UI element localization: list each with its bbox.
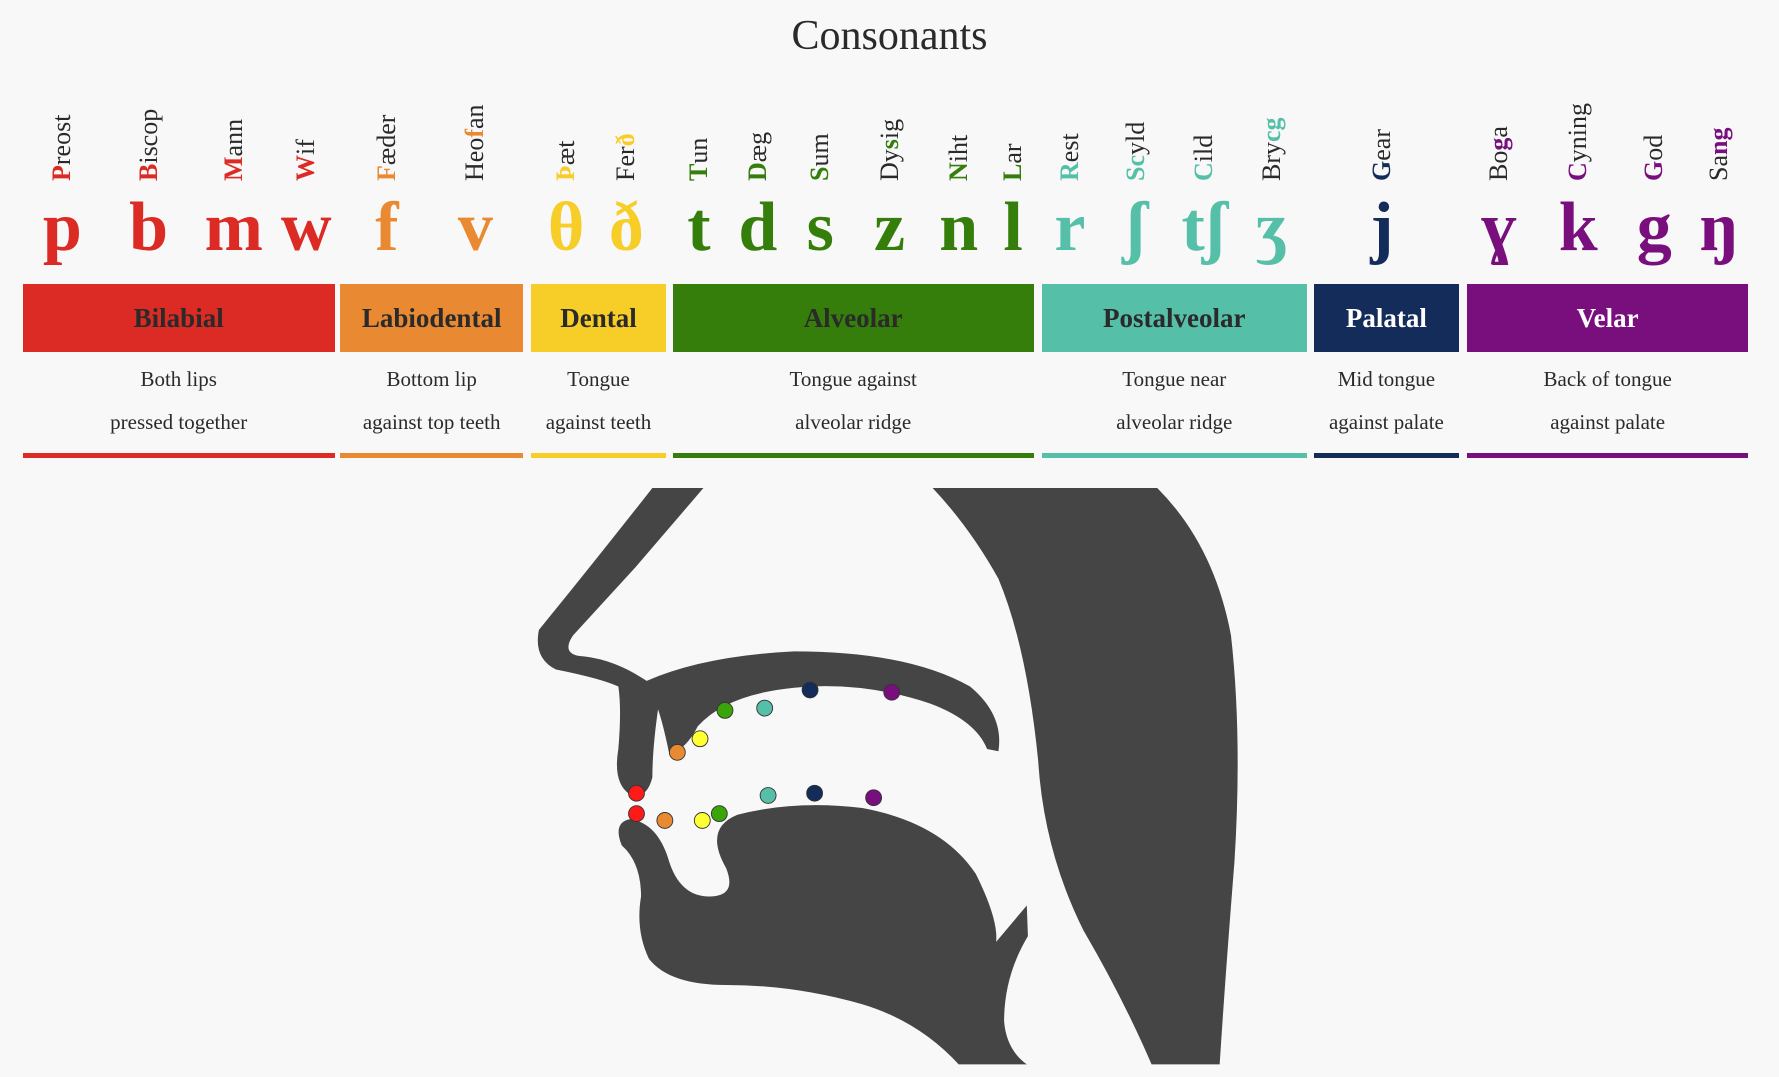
lower-articulation-point-bilabial <box>628 805 645 823</box>
place-description: Back of tongue against palate <box>1459 358 1756 444</box>
place-label-postalveolar: Postalveolar <box>1041 284 1308 352</box>
ipa-symbol: g <box>1636 189 1672 266</box>
place-underline <box>1466 453 1749 458</box>
ipa-symbol: ð <box>608 189 644 266</box>
place-label-dental: Dental <box>530 284 666 352</box>
lower-articulation-point-velar <box>865 789 883 807</box>
place-description: Tongue against alveolar ridge <box>665 358 1042 444</box>
description-line: Back of tongue <box>1543 367 1672 391</box>
place-label-labiodental: Labiodental <box>340 284 524 352</box>
upper-articulation-point-bilabial <box>628 784 645 802</box>
ipa-symbol: tʃ <box>1181 189 1226 266</box>
place-underline <box>1313 453 1460 458</box>
nose-upper-jaw-shape <box>537 488 1000 796</box>
description-line: against teeth <box>545 410 652 434</box>
ipa-symbol: ɣ <box>1481 189 1517 266</box>
lower-articulation-point-dental <box>693 812 711 829</box>
place-underline <box>340 453 524 458</box>
ipa-symbol: ʒ <box>1255 189 1288 266</box>
ipa-symbol: p <box>42 189 82 266</box>
page-title: Consonants <box>791 13 988 59</box>
ipa-symbol: z <box>873 189 906 266</box>
place-underline <box>1041 453 1308 458</box>
description-line: against palate <box>1328 410 1444 434</box>
place-description: Tongue near alveolar ridge <box>1034 358 1315 444</box>
lower-articulation-point-labiodental <box>656 812 674 829</box>
place-description: Mid tongue against palate <box>1306 358 1467 444</box>
upper-articulation-point-labiodental <box>668 743 686 761</box>
description-line: Both lips <box>140 367 217 391</box>
throat-back-of-head-shape <box>932 488 1238 1065</box>
description-line: Tongue <box>567 367 630 391</box>
description-line: against palate <box>1550 410 1666 434</box>
description-line: alveolar ridge <box>1116 410 1233 434</box>
lower-jaw-tongue-shape <box>618 805 1028 1065</box>
lower-articulation-point-postalveolar <box>759 787 777 804</box>
ipa-symbol: v <box>457 189 493 266</box>
ipa-symbol: ʃ <box>1125 189 1147 266</box>
description-line: Tongue near <box>1122 367 1227 391</box>
ipa-symbol: f <box>375 189 399 266</box>
ipa-symbol: θ <box>547 189 585 266</box>
description-line: pressed together <box>110 410 248 434</box>
description-line: Tongue against <box>789 367 917 391</box>
description-line: against top teeth <box>362 410 501 434</box>
place-underline <box>530 453 666 458</box>
ipa-symbol: d <box>738 189 778 266</box>
ipa-symbol: m <box>204 189 263 266</box>
upper-articulation-point-velar <box>883 683 901 701</box>
ipa-symbol: w <box>281 189 332 266</box>
lower-articulation-point-palatal <box>806 784 824 802</box>
description-line: Bottom lip <box>386 367 477 391</box>
description-line: alveolar ridge <box>795 410 912 434</box>
place-underline <box>672 453 1034 458</box>
place-description: Tongue against teeth <box>523 358 674 444</box>
ipa-symbol: ŋ <box>1699 189 1739 266</box>
upper-articulation-point-postalveolar <box>756 699 774 717</box>
place-label-velar: Velar <box>1466 284 1749 352</box>
upper-articulation-point-alveolar <box>716 701 734 719</box>
place-label-bilabial: Bilabial <box>22 284 335 352</box>
place-underline <box>22 453 335 458</box>
place-label-alveolar: Alveolar <box>672 284 1034 352</box>
ipa-symbol: n <box>939 189 979 266</box>
place-label-palatal: Palatal <box>1313 284 1460 352</box>
ipa-symbol: r <box>1054 189 1086 266</box>
ipa-symbol: t <box>687 189 711 266</box>
ipa-symbol: s <box>806 189 834 266</box>
ipa-symbol: b <box>129 189 169 266</box>
description-line: Mid tongue <box>1337 367 1436 391</box>
place-description: Bottom lip against top teeth <box>332 358 531 444</box>
lower-articulation-point-alveolar <box>710 805 728 823</box>
ipa-symbol: j <box>1370 189 1394 266</box>
ipa-symbol: l <box>1003 189 1023 266</box>
upper-articulation-point-palatal <box>801 681 819 699</box>
upper-articulation-point-dental <box>691 730 709 748</box>
ipa-symbol: k <box>1558 189 1598 266</box>
place-description: Both lips pressed together <box>15 358 343 444</box>
